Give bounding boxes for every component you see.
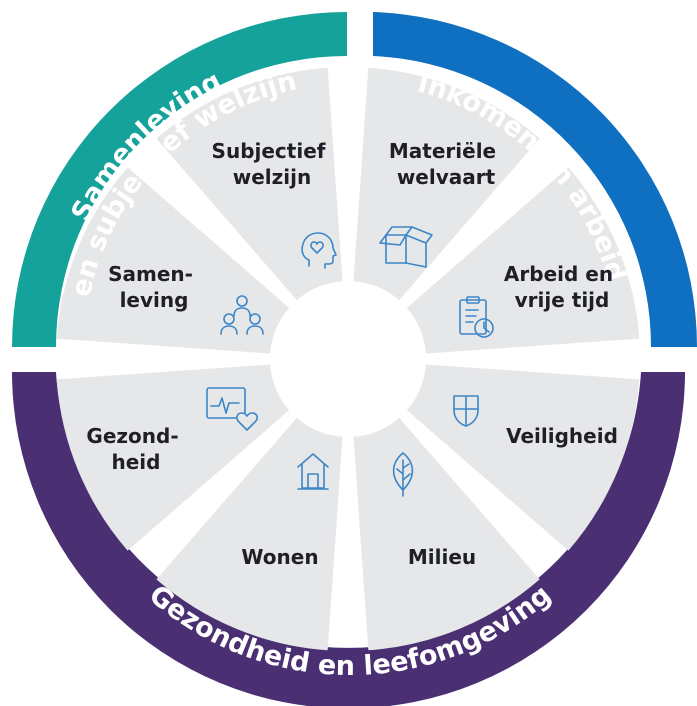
head-heart-icon xyxy=(301,232,337,269)
clipboard-clock-icon xyxy=(459,296,494,338)
monitor-heart-icon xyxy=(206,387,258,431)
segment-label-samenleving: Samen- leving xyxy=(108,262,200,312)
segment-label-veiligheid: Veiligheid xyxy=(506,424,618,448)
band-gezondheid-leefomgeving xyxy=(12,372,685,706)
segment-veiligheid xyxy=(406,364,640,551)
segment-subjectief-welzijn xyxy=(156,67,343,301)
segment-label-wonen: Wonen xyxy=(241,545,318,569)
segment-label-gezondheid: Gezond- heid xyxy=(86,424,185,474)
band-samenleving xyxy=(12,12,347,347)
house-icon xyxy=(297,453,329,490)
segment-materiele-welvaart xyxy=(353,67,540,301)
segment-label-materiele-welvaart: Materiële welvaart xyxy=(389,139,503,189)
segment-label-arbeid-vrije-tijd: Arbeid en vrije tijd xyxy=(504,262,620,312)
segment-gezondheid xyxy=(56,364,290,551)
segment-wonen xyxy=(156,417,343,651)
shield-icon xyxy=(453,395,479,427)
segment-arbeid-vrije-tijd xyxy=(406,167,640,354)
band-inkomen-arbeid xyxy=(373,12,697,347)
segment-milieu xyxy=(353,417,540,651)
leaf-icon xyxy=(392,452,414,497)
segment-label-subjectief-welzijn: Subjectief welzijn xyxy=(212,139,333,189)
segment-samenleving xyxy=(56,167,290,354)
people-group-icon xyxy=(220,295,264,335)
segment-label-milieu: Milieu xyxy=(408,545,476,569)
box-icon xyxy=(379,226,433,268)
